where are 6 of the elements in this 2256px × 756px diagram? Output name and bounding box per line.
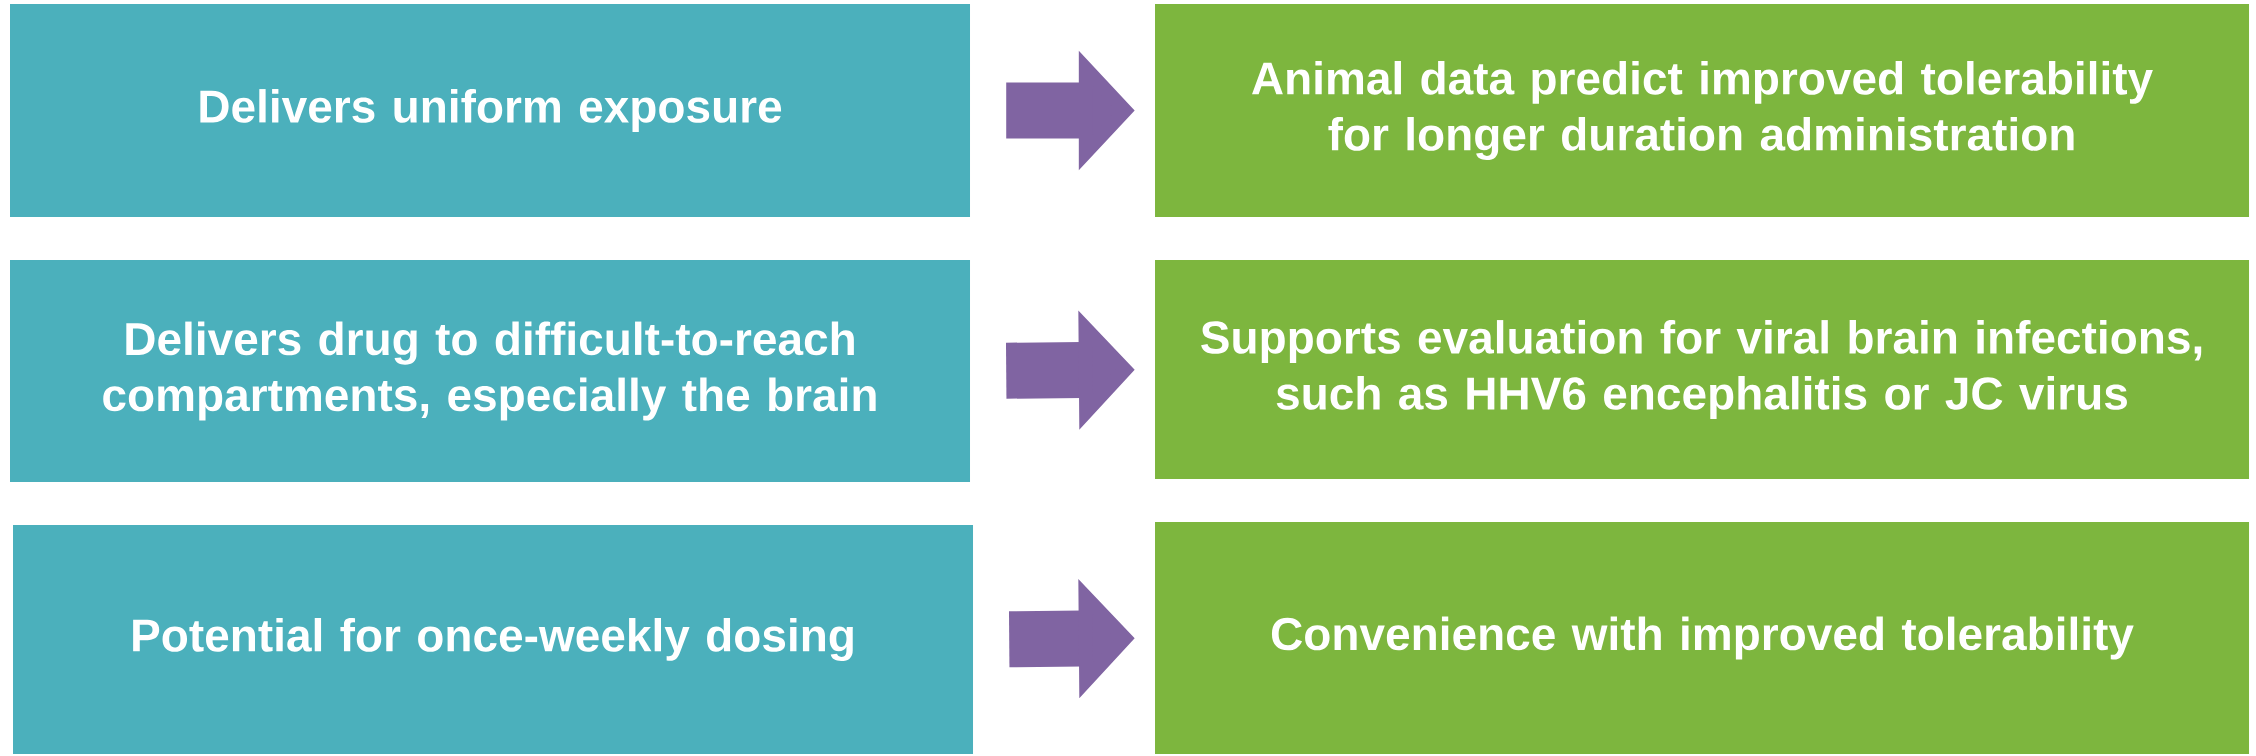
feature-box: Potential for once-weekly dosing [13,525,973,754]
benefit-box: Convenience with improved tolerability [1155,522,2249,754]
benefit-box: Supports evaluation for viral brain infections, such as HHV6 encephalitis or JC virus [1155,260,2249,479]
feature-box: Delivers drug to difficult-to-reach compartments, especially the brain [10,260,970,482]
feature-box: Delivers uniform exposure [10,4,970,217]
benefit-box: Animal data predict improved tolerability for longer duration administration [1155,4,2249,217]
